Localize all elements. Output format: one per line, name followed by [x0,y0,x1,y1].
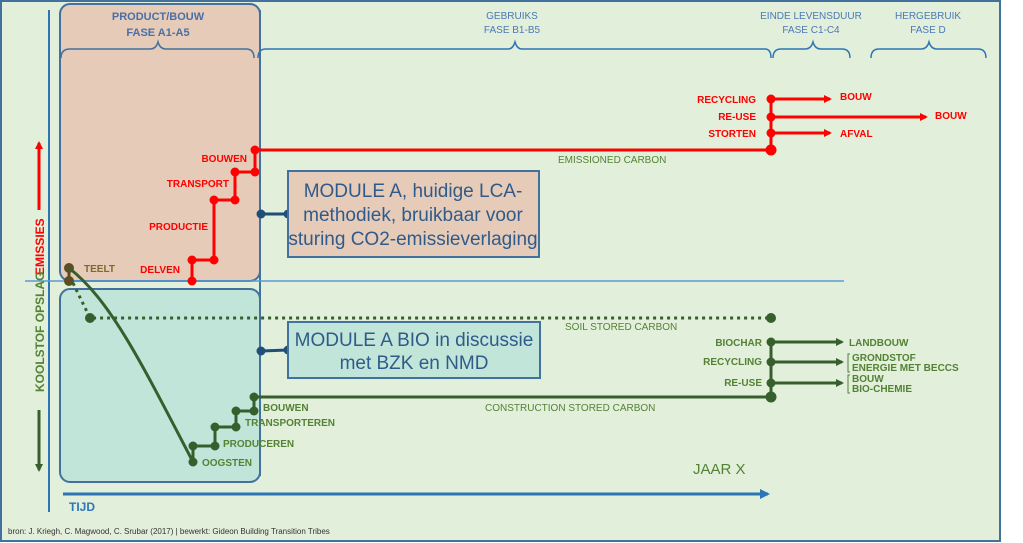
step-produceren: PRODUCEREN [223,439,294,450]
brace-product [60,39,255,59]
teelt-label: TEELT [84,264,115,275]
connector-dot [256,346,266,356]
node-bouwen-storage [249,406,259,416]
target-bouw-2: BOUW [935,111,967,122]
node-soil-end [766,313,776,323]
step-transport: TRANSPORT [167,179,229,190]
target-bouw-1: BOUW [840,92,872,103]
node-transport-start [230,195,240,205]
year-label: JAAR X [693,461,746,478]
brace-use [257,39,772,59]
soil-stored-carbon-line [71,282,771,320]
emissioned-carbon-label: EMISSIONED CARBON [558,155,666,166]
bracket-recycling [847,353,850,373]
storage-branch-nodes [766,337,776,388]
bracket-reuse [847,374,850,394]
brace-end-of-life [772,39,851,59]
module-a-bio-line1: MODULE A BIO in discussie [295,330,534,351]
module-a-line1: MODULE A, huidige LCA- [304,181,523,202]
branch-biochar: BIOCHAR [715,338,762,349]
module-a-line2: methodiek, bruikbaar voor [303,205,523,226]
node-oogsten [188,457,198,467]
step-bouwen-storage: BOUWEN [263,403,309,414]
source-citation: bron: J. Kriegh, C. Magwood, C. Srubar (… [8,527,330,536]
branch-recycling-bio: RECYCLING [703,357,762,368]
soil-stored-carbon-label: SOIL STORED CARBON [565,322,677,333]
module-a-bio-connector [260,348,289,353]
node-delven-start [187,276,197,286]
phase-reuse-title: HERGEBRUIK [895,11,961,22]
phase-use-title: GEBRUIKS [486,11,538,22]
target-bouw-bio: BOUW [852,374,884,385]
time-axis-label: TIJD [69,500,95,514]
connector-dot [256,209,266,219]
node-transporteren [231,422,241,432]
module-a-box [287,170,540,258]
node-bouwen-start [250,167,260,177]
target-energie-beccs: ENERGIE MET BECCS [852,363,959,374]
step-bouwen: BOUWEN [201,154,247,165]
node-productie [209,195,219,205]
step-transporteren: TRANSPORTEREN [245,418,335,429]
storage-branches [769,338,844,397]
step-productie: PRODUCTIE [149,222,208,233]
phase-use-subtitle: FASE B1-B5 [484,25,541,36]
emissions-axis-label: EMISSIES [33,218,47,275]
node-delven [187,255,197,265]
target-landbouw: LANDBOUW [849,338,909,349]
module-a-line3: sturing CO2-emissieverlaging [288,229,537,250]
phase-eol-subtitle: FASE C1-C4 [782,25,840,36]
target-grondstof: GRONDSTOF [852,353,916,364]
phase-reuse-subtitle: FASE D [910,25,946,36]
harvest-curve [68,266,195,463]
phase-product-subtitle: FASE A1-A5 [126,27,189,39]
module-a-bio-line2: met BZK en NMD [340,353,489,374]
node-soil-start [85,313,95,323]
emission-branches [769,95,928,150]
step-oogsten: OOGSTEN [202,458,252,469]
emission-branch-nodes [766,94,776,138]
construction-stored-carbon-label: CONSTRUCTION STORED CARBON [485,403,655,414]
phase-eol-title: EINDE LEVENSDUUR [760,11,862,22]
module-a-bio-box [287,321,541,379]
brace-reuse [870,39,987,59]
branch-reuse: RE-USE [718,112,756,123]
branch-storten: STORTEN [708,129,756,140]
node-productie-start [209,255,219,265]
node-bouwen [250,145,260,155]
target-afval: AFVAL [840,129,873,140]
node-transport [230,167,240,177]
node-produceren [210,441,220,451]
emission-nodes [187,144,777,286]
phase-product-title: PRODUCT/BOUW [112,11,205,23]
branch-reuse-bio: RE-USE [724,378,762,389]
target-bio-chemie: BIO-CHEMIE [852,384,912,395]
branch-recycling: RECYCLING [697,95,756,106]
step-delven: DELVEN [140,265,180,276]
storage-axis-label: KOOLSTOF OPSLAG [33,272,47,392]
